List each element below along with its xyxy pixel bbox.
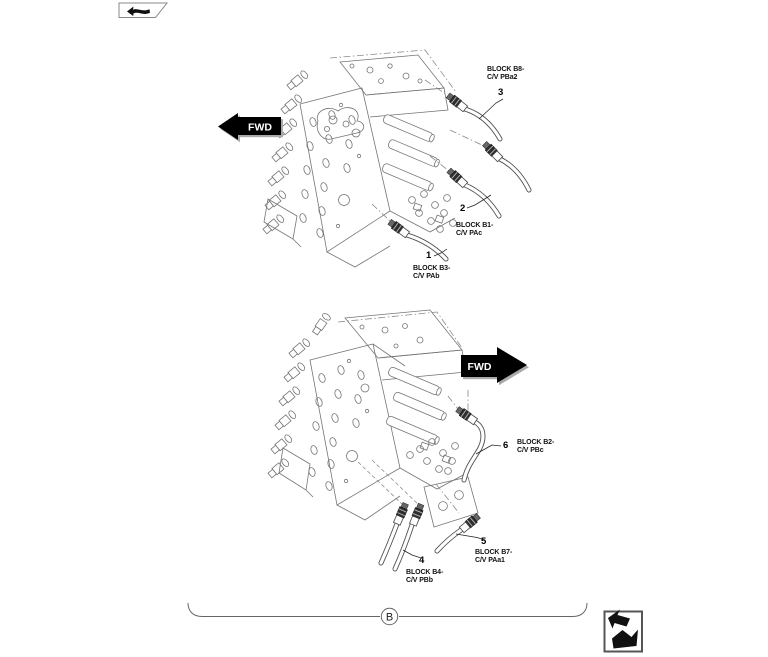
callout-number-3: 3: [498, 87, 504, 98]
callout-cv-ref: C/V PBb: [406, 577, 433, 584]
section-marker-label: B: [386, 612, 393, 624]
hose-5: [434, 513, 481, 554]
callout-label-2: BLOCK B1-C/V PAc: [456, 222, 493, 238]
fitting-cluster: [408, 190, 457, 233]
top-plate-holes: [359, 323, 424, 349]
callout-label-4: BLOCK B4-C/V PBb: [406, 569, 443, 585]
fwd-label-upper: FWD: [248, 122, 272, 134]
hose-2: [446, 167, 502, 219]
callout-cv-ref: C/V PAc: [456, 230, 483, 237]
callout-label-6: BLOCK B2-C/V PBc: [517, 439, 554, 455]
section-bracket: B: [187, 602, 588, 626]
hose-4a: [378, 502, 409, 566]
callout-block-ref: BLOCK B3-: [413, 265, 451, 272]
lower-valve-block-drawing: [267, 309, 479, 528]
hose-3: [445, 92, 503, 142]
fitting-cluster: [406, 438, 459, 475]
callout-block-ref: BLOCK B2-: [517, 439, 555, 446]
callout-block-ref: BLOCK B4-: [406, 569, 444, 576]
forward-swoosh-icon: [127, 6, 150, 16]
port-holes: [299, 102, 362, 238]
mount-plate: [423, 476, 479, 528]
callout-number-1: 1: [426, 250, 432, 261]
fwd-arrow-right: FWD: [461, 347, 529, 386]
callout-label-3: BLOCK B8-C/V PBa2: [487, 66, 524, 82]
port-holes: [308, 358, 370, 491]
hose-1: [387, 219, 449, 262]
callout-cv-ref: C/V PBa2: [487, 74, 518, 81]
return-arrow-icon: [608, 609, 638, 649]
valve-spools: [381, 114, 440, 192]
callout-number-6: 6: [503, 440, 509, 451]
hose-6: [455, 406, 486, 483]
callout-label-1: BLOCK B3-C/V PAb: [413, 265, 450, 281]
left-fittings: [262, 70, 309, 235]
hose-2b: [482, 141, 532, 193]
callout-block-ref: BLOCK B7-: [475, 549, 513, 556]
left-fittings: [267, 338, 311, 479]
callout-number-2: 2: [460, 203, 466, 214]
callout-block-ref: BLOCK B8-: [487, 66, 525, 73]
page-forward-icon[interactable]: [118, 2, 169, 18]
hose-4b: [392, 502, 425, 572]
fwd-label-lower: FWD: [468, 361, 492, 373]
upper-valve-block-drawing: [262, 49, 485, 268]
callout-cv-ref: C/V PBc: [517, 447, 544, 454]
callout-block-ref: BLOCK B1-: [456, 222, 494, 229]
fwd-arrow-left: FWD: [218, 113, 283, 143]
callout-number-5: 5: [481, 536, 487, 547]
callout-cv-ref: C/V PAa1: [475, 557, 505, 564]
callout-cv-ref: C/V PAb: [413, 273, 440, 280]
page-return-icon[interactable]: [603, 609, 643, 653]
top-plate-holes: [349, 63, 423, 84]
valve-spools: [386, 366, 447, 445]
callout-number-4: 4: [419, 555, 425, 566]
callout-label-5: BLOCK B7-C/V PAa1: [475, 549, 512, 565]
callout-leader-lines: [402, 98, 504, 559]
